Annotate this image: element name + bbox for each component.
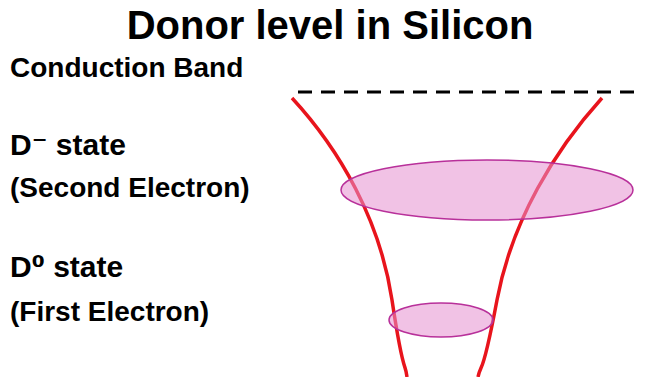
state-label: D⁰ state	[10, 250, 123, 285]
second-electron-orbital	[341, 160, 633, 220]
diagram-title: Donor level in Silicon	[127, 2, 534, 48]
band-label: Conduction Band	[10, 52, 243, 84]
potential-curve-left	[292, 98, 407, 377]
state-note: (First Electron)	[10, 296, 209, 328]
potential-curve-right	[478, 98, 602, 377]
conduction-band-edge	[298, 91, 642, 94]
state-note: (Second Electron)	[10, 172, 250, 204]
state-label: D⁻ state	[10, 128, 126, 163]
first-electron-orbital	[389, 303, 493, 337]
